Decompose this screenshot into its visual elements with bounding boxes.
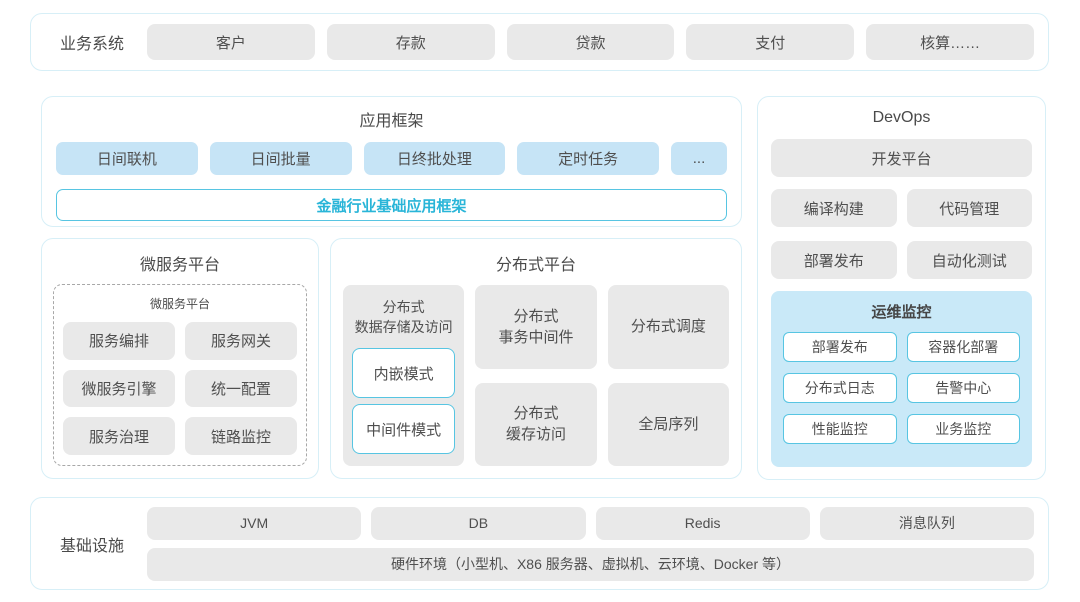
devops-grid: 编译构建 代码管理 部署发布 自动化测试	[771, 189, 1032, 279]
monitor-biz-monitor: 业务监控	[906, 414, 1020, 444]
monitor-container-deploy: 容器化部署	[906, 332, 1020, 362]
devops-section: DevOps 开发平台 编译构建 代码管理 部署发布 自动化测试 运维监控 部署…	[757, 96, 1046, 480]
monitor-alert-center: 告警中心	[906, 373, 1020, 403]
biz-item-customer: 客户	[147, 24, 315, 60]
business-systems-section: 业务系统 客户 存款 贷款 支付 核算……	[30, 13, 1049, 71]
biz-item-payment: 支付	[686, 24, 855, 60]
appfw-daytime-online: 日间联机	[56, 142, 198, 175]
infrastructure-section: 基础设施 JVM DB Redis 消息队列 硬件环境（小型机、X86 服务器、…	[30, 497, 1049, 590]
microservices-grid: 服务编排 服务网关 微服务引擎 统一配置 服务治理 链路监控	[63, 322, 297, 455]
appfw-daytime-batch: 日间批量	[209, 142, 352, 175]
appfw-scheduled-task: 定时任务	[517, 142, 659, 175]
monitor-deploy-release: 部署发布	[783, 332, 897, 362]
distributed-scheduler: 分布式调度	[607, 285, 729, 369]
monitor-distributed-log: 分布式日志	[783, 373, 897, 403]
devops-build: 编译构建	[771, 189, 897, 227]
distributed-col-middle: 分布式 事务中间件 分布式 缓存访问	[475, 285, 597, 466]
microservices-section: 微服务平台 微服务平台 服务编排 服务网关 微服务引擎 统一配置 服务治理 链路…	[41, 238, 319, 479]
biz-item-accounting: 核算……	[866, 24, 1034, 60]
distributed-col-right: 分布式调度 全局序列	[607, 285, 729, 466]
business-systems-label: 业务系统	[59, 36, 124, 53]
distributed-section: 分布式平台 分布式 数据存储及访问 内嵌模式 中间件模式 分布式 事务中间件 分…	[330, 238, 742, 479]
distributed-title: 分布式平台	[495, 257, 576, 274]
infrastructure-row: JVM DB Redis 消息队列	[147, 506, 1034, 540]
storage-access-panel: 分布式 数据存储及访问 内嵌模式 中间件模式	[343, 285, 465, 466]
devops-dev-platform: 开发平台	[771, 139, 1032, 177]
embedded-mode: 内嵌模式	[352, 348, 456, 398]
infra-hardware-env: 硬件环境（小型机、X86 服务器、虚拟机、云环境、Docker 等）	[147, 547, 1034, 581]
cache-access: 分布式 缓存访问	[475, 382, 597, 466]
micro-service-gateway: 服务网关	[185, 322, 297, 360]
microservices-title: 微服务平台	[139, 257, 220, 274]
appfw-eod-batch: 日终批处理	[363, 142, 506, 175]
devops-code-mgmt: 代码管理	[906, 189, 1032, 227]
infra-mq: 消息队列	[819, 506, 1034, 540]
app-framework-title: 应用框架	[359, 113, 424, 130]
devops-auto-test: 自动化测试	[906, 241, 1032, 279]
microservices-dashed-box: 微服务平台 服务编排 服务网关 微服务引擎 统一配置 服务治理 链路监控	[53, 284, 307, 466]
infra-db: DB	[371, 506, 586, 540]
micro-unified-config: 统一配置	[185, 369, 297, 408]
micro-engine: 微服务引擎	[63, 369, 175, 408]
app-framework-row: 日间联机 日间批量 日终批处理 定时任务 ...	[56, 142, 727, 175]
appfw-more: ...	[671, 142, 727, 175]
distributed-content: 分布式 数据存储及访问 内嵌模式 中间件模式 分布式 事务中间件 分布式 缓存访…	[343, 285, 729, 466]
biz-item-deposit: 存款	[326, 24, 495, 60]
micro-service-governance: 服务治理	[63, 417, 175, 455]
middleware-mode: 中间件模式	[352, 404, 456, 454]
app-framework-section: 应用框架 日间联机 日间批量 日终批处理 定时任务 ... 金融行业基础应用框架	[41, 96, 742, 227]
infrastructure-content: JVM DB Redis 消息队列 硬件环境（小型机、X86 服务器、虚拟机、云…	[147, 506, 1034, 581]
infrastructure-label: 基础设施	[59, 537, 124, 555]
infra-jvm: JVM	[147, 506, 362, 540]
ops-monitor-panel: 运维监控 部署发布 容器化部署 分布式日志 告警中心 性能监控 业务监控	[771, 291, 1032, 467]
global-sequence: 全局序列	[607, 382, 729, 466]
appfw-base-framework: 金融行业基础应用框架	[56, 189, 727, 221]
ops-monitor-grid: 部署发布 容器化部署 分布式日志 告警中心 性能监控 业务监控	[783, 332, 1020, 444]
infra-redis: Redis	[595, 506, 810, 540]
tx-middleware: 分布式 事务中间件	[475, 285, 597, 369]
distributed-col-storage: 分布式 数据存储及访问 内嵌模式 中间件模式	[343, 285, 465, 466]
micro-service-orchestration: 服务编排	[63, 322, 175, 360]
devops-deploy: 部署发布	[771, 241, 897, 279]
monitor-perf-monitor: 性能监控	[783, 414, 897, 444]
devops-title: DevOps	[872, 109, 931, 126]
biz-item-loan: 贷款	[506, 24, 675, 60]
storage-access-title: 分布式 数据存储及访问	[354, 299, 453, 335]
microservices-inner-title: 微服务平台	[149, 297, 210, 311]
micro-trace-monitor: 链路监控	[185, 417, 297, 455]
ops-monitor-title: 运维监控	[871, 304, 932, 321]
